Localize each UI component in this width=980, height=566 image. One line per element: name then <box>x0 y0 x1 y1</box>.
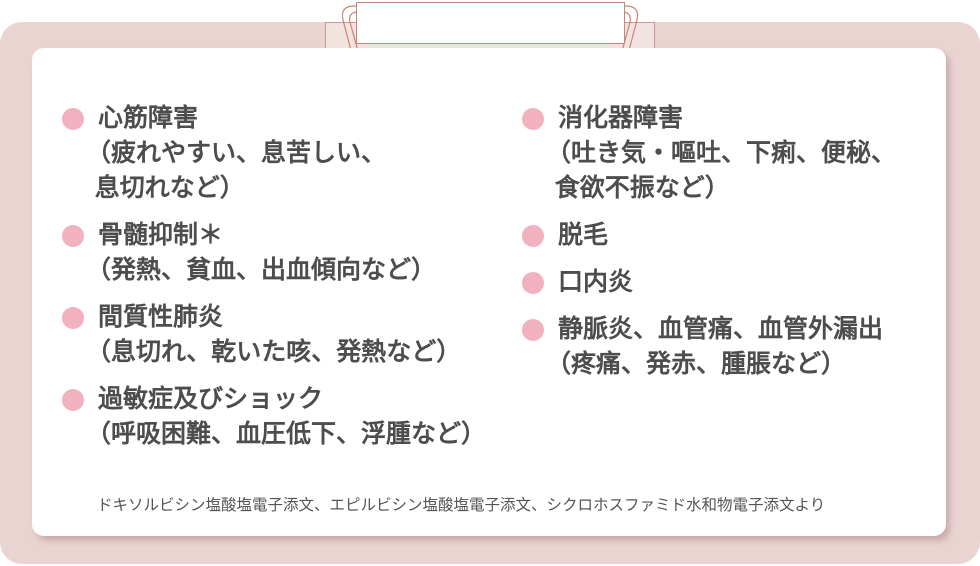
bullet-dot-icon <box>62 108 84 130</box>
item-title: 心筋障害 <box>98 103 199 132</box>
list-item: 口内炎 <box>522 264 896 299</box>
item-detail: （疼痛、発赤、腫脹など） <box>546 349 847 378</box>
bullet-dot-icon <box>62 389 84 411</box>
list-item: 静脈炎、血管痛、血管外漏出 （疼痛、発赤、腫脹など） <box>522 311 896 381</box>
clip-plate <box>356 2 625 44</box>
left-column: 心筋障害 （疲れやすい、息苦しい、 息切れなど） 骨髄抑制＊ （発熱、貧血、出血… <box>62 100 486 463</box>
list-item: 過敏症及びショック （呼吸困難、血圧低下、浮腫など） <box>62 381 486 451</box>
item-detail: （吐き気・嘔吐、下痢、便秘、 食欲不振など） <box>546 138 897 202</box>
item-title: 脱毛 <box>558 220 609 249</box>
item-detail: （発熱、貧血、出血傾向など） <box>86 255 437 284</box>
item-title: 骨髄抑制＊ <box>98 220 224 249</box>
item-title: 消化器障害 <box>558 103 684 132</box>
content-card <box>32 48 946 536</box>
list-item: 脱毛 <box>522 217 896 252</box>
list-item: 消化器障害 （吐き気・嘔吐、下痢、便秘、 食欲不振など） <box>522 100 896 205</box>
item-detail: （疲れやすい、息苦しい、 息切れなど） <box>86 138 387 202</box>
list-item: 骨髄抑制＊ （発熱、貧血、出血傾向など） <box>62 217 486 287</box>
item-title: 静脈炎、血管痛、血管外漏出 <box>558 314 884 343</box>
right-column: 消化器障害 （吐き気・嘔吐、下痢、便秘、 食欲不振など） 脱毛 口内炎 静脈炎、… <box>522 100 896 393</box>
item-title: 間質性肺炎 <box>98 302 224 331</box>
item-detail: （息切れ、乾いた咳、発熱など） <box>86 337 462 366</box>
source-footnote: ドキソルビシン塩酸塩電子添文、エピルビシン塩酸塩電子添文、シクロホスファミド水和… <box>97 496 826 514</box>
bullet-dot-icon <box>522 272 544 294</box>
bullet-dot-icon <box>62 307 84 329</box>
list-item: 間質性肺炎 （息切れ、乾いた咳、発熱など） <box>62 299 486 369</box>
list-item: 心筋障害 （疲れやすい、息苦しい、 息切れなど） <box>62 100 486 205</box>
bullet-dot-icon <box>62 225 84 247</box>
bullet-dot-icon <box>522 319 544 341</box>
item-title: 口内炎 <box>558 267 634 296</box>
item-detail: （呼吸困難、血圧低下、浮腫など） <box>86 419 487 448</box>
bullet-dot-icon <box>522 225 544 247</box>
item-title: 過敏症及びショック <box>98 384 324 413</box>
bullet-dot-icon <box>522 108 544 130</box>
